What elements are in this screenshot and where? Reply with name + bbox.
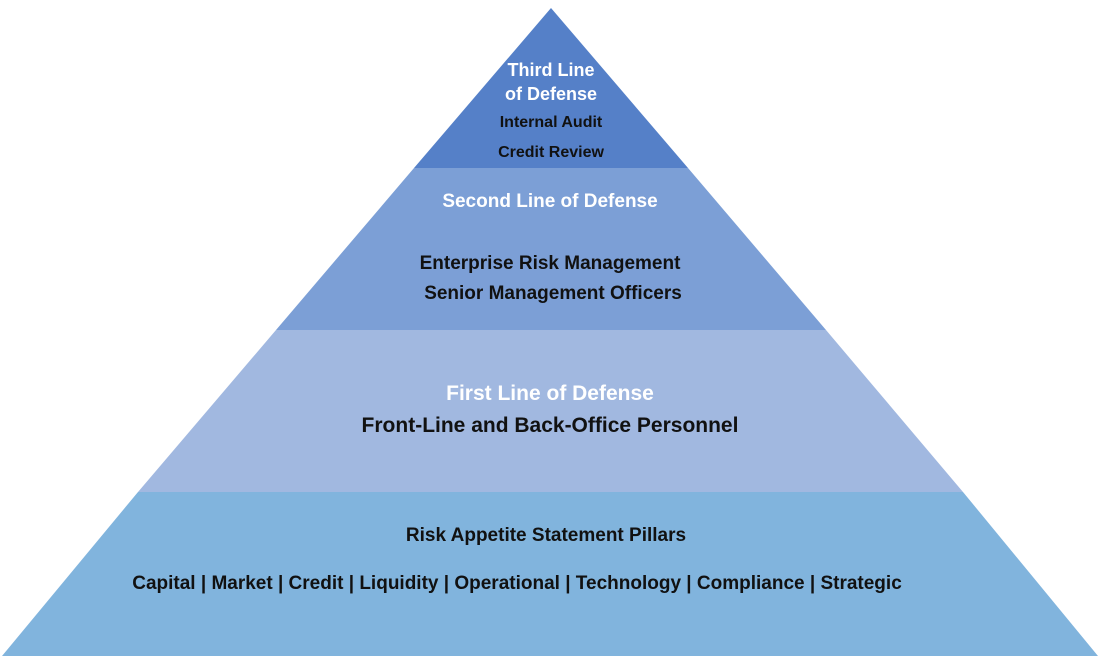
first-line-item-personnel: Front-Line and Back-Office Personnel [361,414,739,437]
second-line-heading: Second Line of Defense [442,191,658,212]
third-line-heading-line-1: Third Line [507,60,595,80]
tier-third-line-shape [414,8,688,168]
third-line-item-internal-audit: Internal Audit [499,114,603,131]
tier-first-line-shape [138,330,963,492]
second-line-item-senior-management-officers: Senior Management Officers [424,283,682,304]
second-line-item-enterprise-risk-management: Enterprise Risk Management [419,253,681,274]
third-line-item-credit-review: Credit Review [498,144,604,161]
tier-pillars-shape [2,492,1098,656]
pillars-heading: Risk Appetite Statement Pillars [405,525,687,546]
third-line-heading-line-2: of Defense [504,84,598,104]
tier-second-line-shape [276,168,826,330]
first-line-heading: First Line of Defense [446,382,654,405]
pillars-list: Capital | Market | Credit | Liquidity | … [132,573,902,594]
